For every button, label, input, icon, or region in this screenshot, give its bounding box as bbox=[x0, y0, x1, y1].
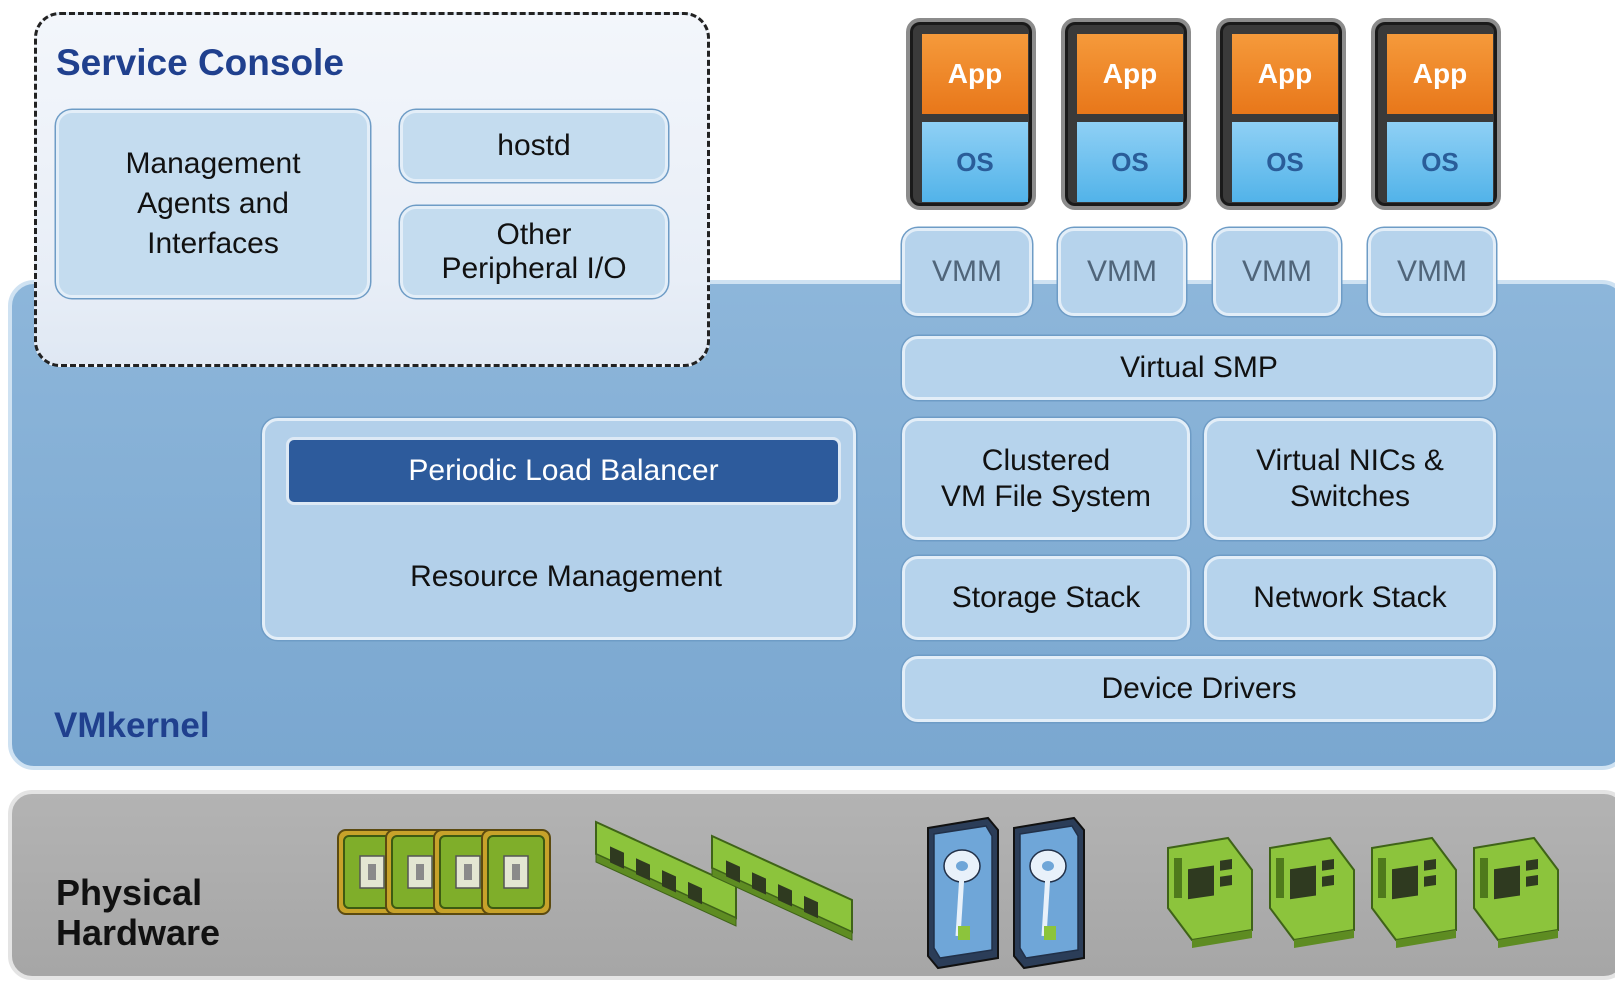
peripheral-line-2: Peripheral I/O bbox=[441, 252, 627, 285]
clustered-vm-file-system-box: Clustered VM File System bbox=[902, 418, 1190, 540]
device-drivers-box: Device Drivers bbox=[902, 656, 1496, 722]
nics-line-1: Virtual NICs & bbox=[1256, 444, 1444, 477]
app-label: App bbox=[1387, 34, 1493, 114]
virtual-nics-switches-box: Virtual NICs & Switches bbox=[1204, 418, 1496, 540]
clustered-line-2: VM File System bbox=[940, 480, 1152, 513]
other-peripheral-io-box: Other Peripheral I/O bbox=[400, 206, 668, 298]
virtual-machine-3: App OS bbox=[1216, 18, 1346, 210]
storage-stack-box: Storage Stack bbox=[902, 556, 1190, 640]
virtual-smp-box: Virtual SMP bbox=[902, 336, 1496, 400]
periodic-load-balancer: Periodic Load Balancer bbox=[286, 437, 841, 505]
app-label: App bbox=[922, 34, 1028, 114]
network-card-3 bbox=[1371, 837, 1457, 949]
network-card-4 bbox=[1473, 837, 1559, 949]
hw-label-line-1: Physical bbox=[56, 872, 203, 913]
os-label: OS bbox=[1077, 122, 1183, 202]
resource-management-label: Resource Management bbox=[410, 560, 722, 593]
vmm-3: VMM bbox=[1213, 228, 1341, 316]
management-line-3: Interfaces bbox=[147, 227, 279, 260]
service-console-title: Service Console bbox=[56, 42, 344, 83]
nics-line-2: Switches bbox=[1289, 480, 1411, 513]
virtual-machine-4: App OS bbox=[1371, 18, 1501, 210]
app-label: App bbox=[1077, 34, 1183, 114]
vmm-1: VMM bbox=[902, 228, 1032, 316]
app-label: App bbox=[1232, 34, 1338, 114]
virtual-machine-2: App OS bbox=[1061, 18, 1191, 210]
management-line-1: Management bbox=[125, 147, 301, 180]
clustered-line-1: Clustered bbox=[981, 444, 1111, 477]
vmm-2: VMM bbox=[1058, 228, 1186, 316]
peripheral-line-1: Other bbox=[496, 218, 572, 251]
vmm-4: VMM bbox=[1368, 228, 1496, 316]
os-label: OS bbox=[922, 122, 1028, 202]
network-card-2 bbox=[1269, 837, 1355, 949]
physical-hardware-label: Physical Hardware bbox=[56, 873, 276, 953]
hostd-box: hostd bbox=[400, 110, 668, 182]
management-line-2: Agents and bbox=[137, 187, 289, 220]
network-stack-box: Network Stack bbox=[1204, 556, 1496, 640]
hw-label-line-2: Hardware bbox=[56, 912, 221, 953]
network-card-1 bbox=[1167, 837, 1253, 949]
os-label: OS bbox=[1232, 122, 1338, 202]
virtual-machine-1: App OS bbox=[906, 18, 1036, 210]
management-agents-box: Management Agents and Interfaces bbox=[56, 110, 370, 298]
vmkernel-label: VMkernel bbox=[54, 706, 210, 745]
os-label: OS bbox=[1387, 122, 1493, 202]
